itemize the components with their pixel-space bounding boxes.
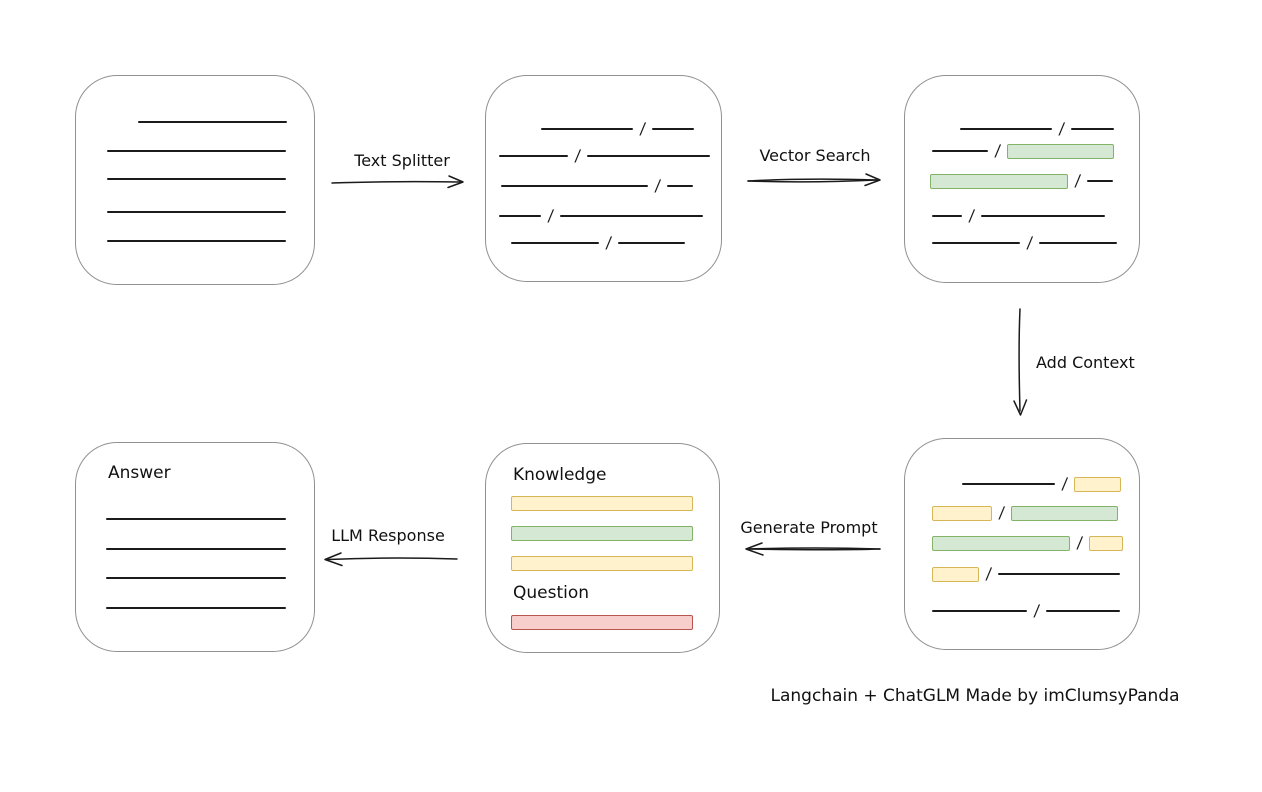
text-line <box>106 518 286 520</box>
context-chunk-yellow <box>1089 535 1124 551</box>
credit-caption: Langchain + ChatGLM Made by imClumsyPand… <box>770 686 1180 706</box>
vector-search-label: Vector Search <box>759 146 871 165</box>
text-line <box>932 242 1020 244</box>
slash-separator: / <box>1076 533 1084 552</box>
chunk-row: / <box>499 146 711 165</box>
slash-separator: / <box>574 146 582 165</box>
text-splitter-label: Text Splitter <box>354 151 450 170</box>
text-line <box>501 185 648 187</box>
text-line <box>1046 610 1121 612</box>
chunk-row: / <box>501 176 694 195</box>
slash-separator: / <box>998 503 1006 522</box>
slash-separator: / <box>1033 601 1041 620</box>
text-line <box>138 121 287 123</box>
text-line <box>667 185 694 187</box>
slash-separator: / <box>654 176 662 195</box>
chunk-row: / <box>960 119 1115 138</box>
text-line <box>587 155 711 157</box>
matched-chunk-green <box>1007 143 1115 159</box>
split-text-node: / / / / / <box>485 75 722 282</box>
text-line <box>962 483 1055 485</box>
text-line <box>499 215 541 217</box>
text-line <box>106 548 286 550</box>
matched-chunk-green <box>930 173 1068 189</box>
text-line <box>998 573 1121 575</box>
question-label: Question <box>513 583 590 603</box>
chunk-row: / <box>962 474 1122 493</box>
text-line <box>652 128 695 130</box>
text-line <box>107 211 286 213</box>
context-chunk-yellow <box>1074 476 1122 492</box>
text-line <box>107 178 286 180</box>
llm-response-label: LLM Response <box>331 526 445 545</box>
text-line <box>499 155 568 157</box>
text-line <box>106 577 286 579</box>
context-chunk-yellow <box>932 566 979 582</box>
text-line <box>107 240 286 242</box>
slash-separator: / <box>639 119 647 138</box>
chunk-row: / <box>499 206 704 225</box>
chunk-row: / <box>932 564 1121 583</box>
vector-search-result-node: / / / / / <box>904 75 1140 283</box>
prompt-node: Knowledge Question <box>485 443 720 653</box>
chunk-row: / <box>541 119 695 138</box>
text-line <box>618 242 686 244</box>
chunk-row: / <box>932 533 1124 552</box>
matched-chunk-green <box>1011 505 1119 521</box>
matched-chunk-green <box>932 535 1070 551</box>
slash-separator: / <box>994 141 1002 160</box>
slash-separator: / <box>1074 171 1082 190</box>
add-context-arrow <box>1013 308 1028 416</box>
llm-response-arrow <box>324 552 458 567</box>
slash-separator: / <box>1061 474 1069 493</box>
text-line <box>560 215 704 217</box>
context-node: / / / / / <box>904 438 1140 650</box>
text-line <box>960 128 1052 130</box>
vector-search-arrow <box>747 173 881 187</box>
question-bar-red <box>511 615 693 630</box>
knowledge-bar-yellow <box>511 556 693 571</box>
text-line <box>932 215 962 217</box>
add-context-label: Add Context <box>1036 353 1135 372</box>
chunk-row: / <box>932 601 1121 620</box>
text-line <box>981 215 1106 217</box>
slash-separator: / <box>1026 233 1034 252</box>
text-line <box>1087 180 1114 182</box>
knowledge-bar-yellow <box>511 496 693 511</box>
chunk-row: / <box>932 233 1118 252</box>
text-line <box>107 150 286 152</box>
slash-separator: / <box>985 564 993 583</box>
slash-separator: / <box>547 206 555 225</box>
text-splitter-arrow <box>331 175 464 189</box>
slash-separator: / <box>968 206 976 225</box>
text-line <box>932 150 988 152</box>
text-line <box>1071 128 1115 130</box>
generate-prompt-label: Generate Prompt <box>740 518 878 537</box>
chunk-row: / <box>932 206 1106 225</box>
chunk-row: / <box>511 233 686 252</box>
slash-separator: / <box>1058 119 1066 138</box>
knowledge-bar-green <box>511 526 693 541</box>
slash-separator: / <box>605 233 613 252</box>
chunk-row: / <box>930 171 1114 190</box>
chunk-row: / <box>932 141 1115 160</box>
knowledge-label: Knowledge <box>513 465 607 485</box>
answer-label: Answer <box>108 463 171 483</box>
text-line <box>106 607 286 609</box>
chunk-row: / <box>932 503 1119 522</box>
text-line <box>932 610 1027 612</box>
document-node <box>75 75 315 285</box>
generate-prompt-arrow <box>745 542 881 556</box>
text-line <box>1039 242 1118 244</box>
context-chunk-yellow <box>932 505 992 521</box>
text-line <box>511 242 599 244</box>
text-line <box>541 128 633 130</box>
answer-node: Answer <box>75 442 315 652</box>
